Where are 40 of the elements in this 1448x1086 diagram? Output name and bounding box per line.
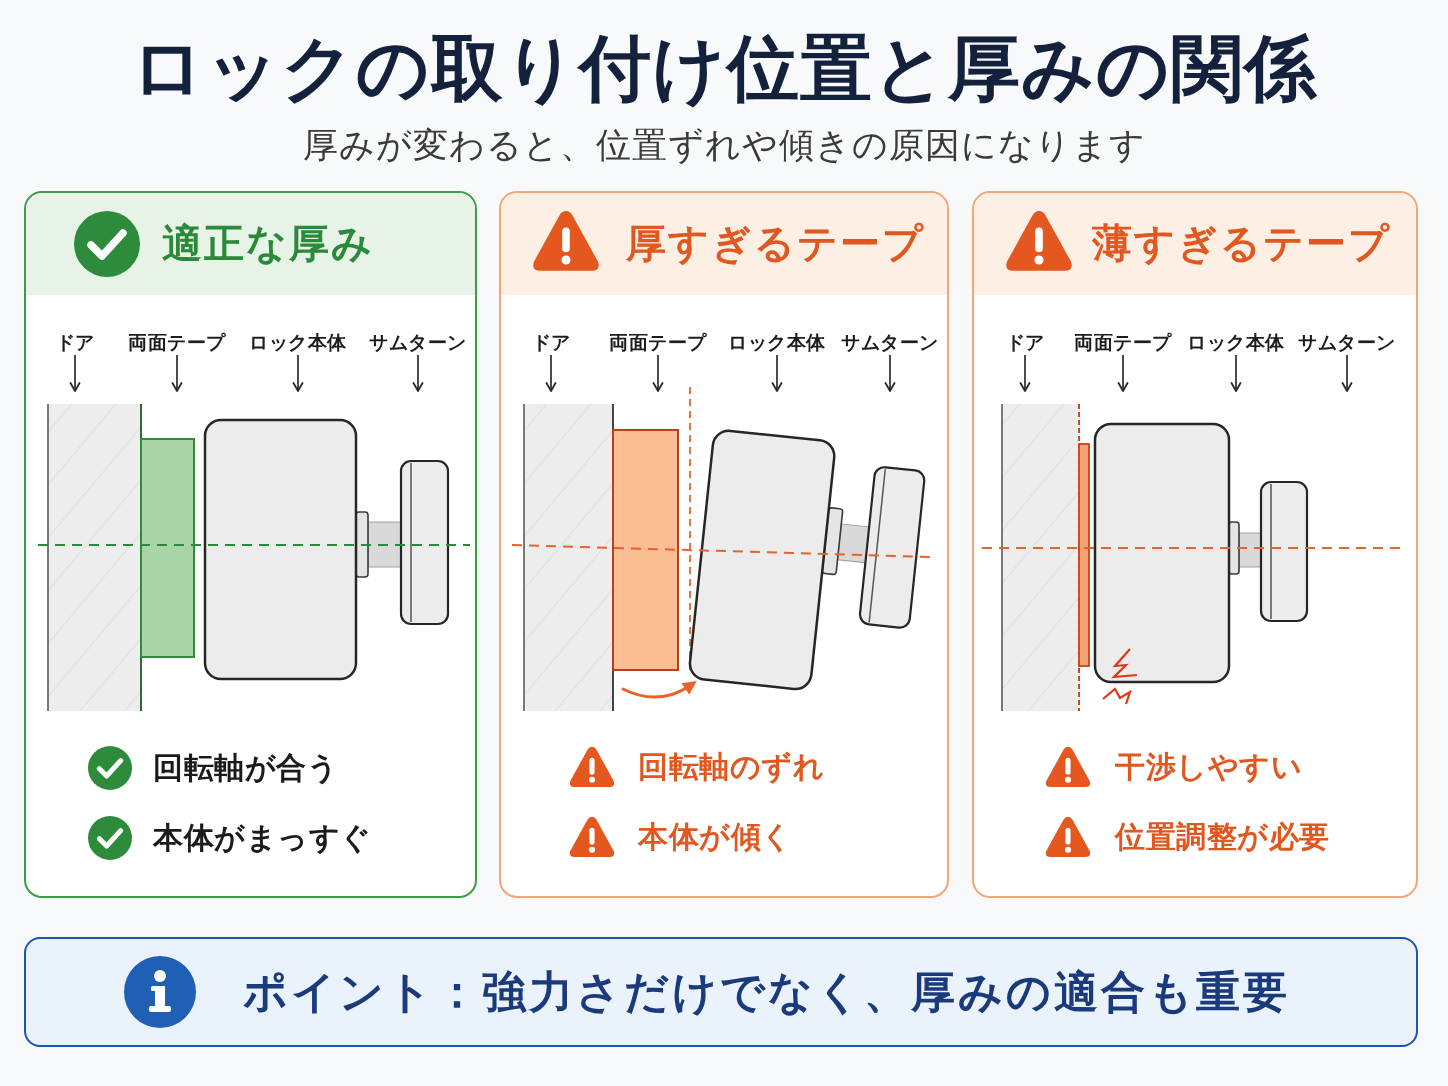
pointer-arrow xyxy=(1341,354,1353,392)
part-label: ロック本体 xyxy=(728,329,826,355)
result-text: 干渉しやすい xyxy=(1115,747,1302,786)
part-label: 両面テープ xyxy=(1074,329,1172,355)
pointer-arrow xyxy=(884,354,896,392)
page-subtitle: 厚みが変わると、位置ずれや傾きの原因になります xyxy=(302,124,1146,167)
part-label: サムターン xyxy=(841,329,939,355)
result-text: 本体が傾く xyxy=(638,817,793,856)
result-text: 回転軸が合う xyxy=(153,749,338,787)
part-label: サムターン xyxy=(1298,329,1396,355)
result-text: 位置調整が必要 xyxy=(1115,817,1330,856)
comparison-panel xyxy=(24,191,477,898)
part-label: ドア xyxy=(55,329,95,355)
pointer-arrow xyxy=(771,354,783,392)
part-label: ドア xyxy=(531,329,571,355)
pointer-arrow xyxy=(292,354,304,392)
comparison-panel xyxy=(972,191,1418,898)
point-text: ポイント：強力さだけでなく、厚みの適合も重要 xyxy=(243,965,1290,1019)
result-text: 回転軸のずれ xyxy=(638,747,824,786)
pointer-arrow xyxy=(545,354,557,392)
part-label: ロック本体 xyxy=(249,329,347,355)
pointer-arrow xyxy=(69,354,81,392)
pointer-arrow xyxy=(1117,354,1129,392)
pointer-arrow xyxy=(652,354,664,392)
panel-heading: 薄すぎるテープ xyxy=(1092,219,1391,268)
panel-heading: 適正な厚み xyxy=(162,219,374,268)
part-label: 両面テープ xyxy=(609,329,707,355)
part-label: サムターン xyxy=(369,329,467,355)
comparison-panel xyxy=(499,191,949,898)
part-label: ロック本体 xyxy=(1187,329,1285,355)
page-title: ロックの取り付け位置と厚みの関係 xyxy=(131,26,1317,110)
part-label: 両面テープ xyxy=(128,329,226,355)
pointer-arrow xyxy=(1230,354,1242,392)
result-text: 本体がまっすぐ xyxy=(153,819,372,857)
pointer-arrow xyxy=(412,354,424,392)
pointer-arrow xyxy=(171,354,183,392)
point-banner xyxy=(24,937,1418,1047)
pointer-arrow xyxy=(1019,354,1031,392)
panel-heading: 厚すぎるテープ xyxy=(626,219,925,268)
part-label: ドア xyxy=(1005,329,1045,355)
